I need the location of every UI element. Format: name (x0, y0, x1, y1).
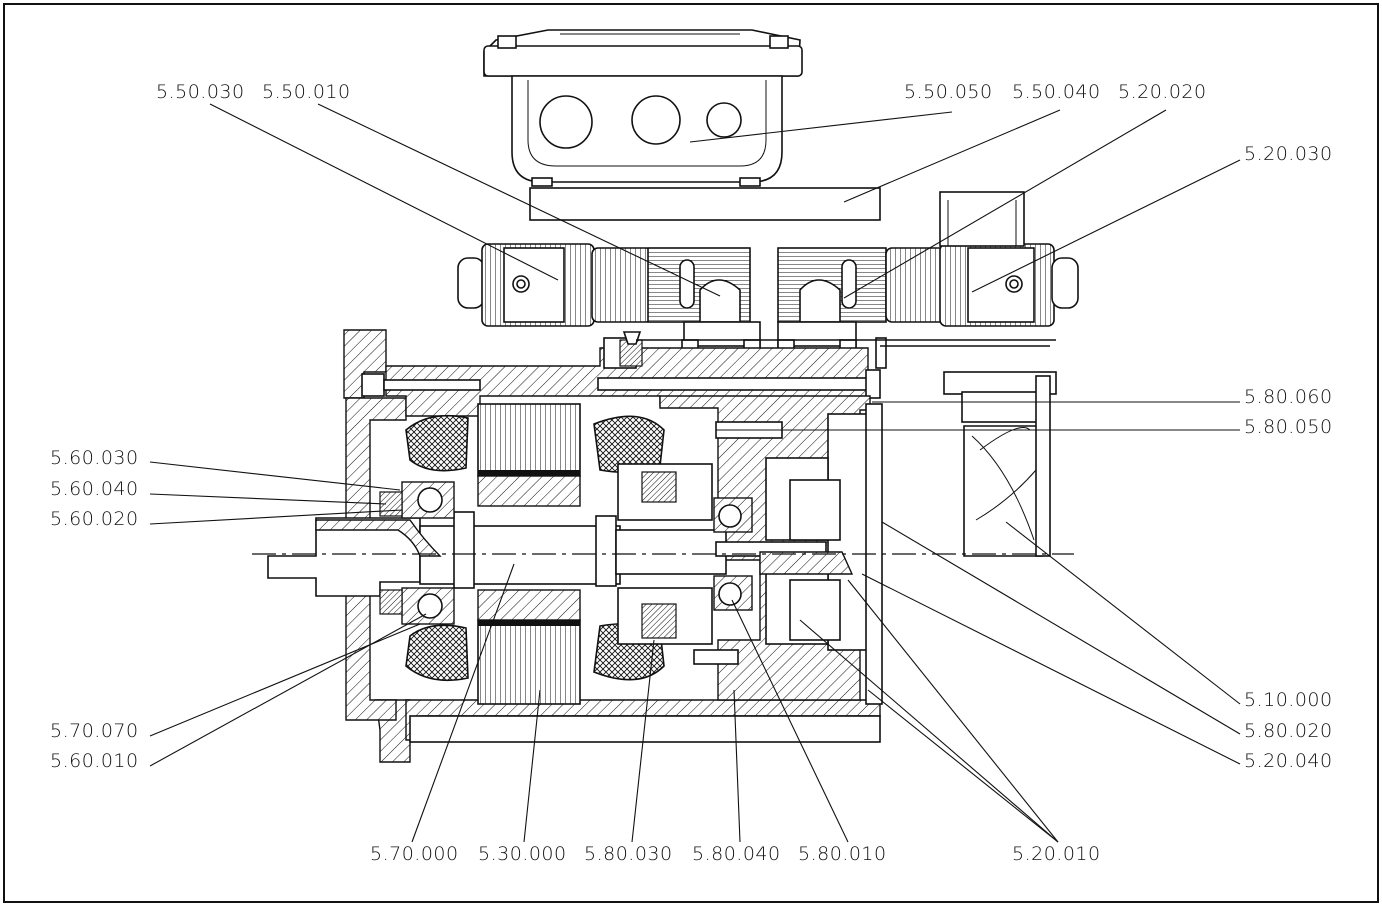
label-5-80-010: 5.80.010 (798, 843, 887, 865)
label-5-10-000: 5.10.000 (1244, 689, 1333, 711)
label-5-70-000: 5.70.000 (370, 843, 459, 865)
cable-entry-large (539, 95, 593, 149)
label-5-80-040: 5.80.040 (692, 843, 781, 865)
label-5-20-040: 5.20.040 (1244, 750, 1333, 772)
connector-right (777, 191, 1079, 353)
label-5-20-020: 5.20.020 (1118, 81, 1207, 103)
label-5-60-010: 5.60.010 (50, 750, 139, 772)
label-5-50-050: 5.50.050 (904, 81, 993, 103)
leader-lines (149, 103, 1241, 843)
cable-entry-small (706, 102, 742, 138)
label-5-70-070: 5.70.070 (50, 720, 139, 742)
label-5-30-000: 5.30.000 (478, 843, 567, 865)
label-5-80-020: 5.80.020 (1244, 720, 1333, 742)
label-5-20-030: 5.20.030 (1244, 143, 1333, 165)
terminal-box (483, 29, 881, 221)
label-5-60-020: 5.60.020 (50, 508, 139, 530)
winding-right-top (593, 415, 665, 474)
winding-left-bottom (405, 624, 469, 682)
bearing-rear (713, 497, 753, 611)
label-5-80-030: 5.80.030 (584, 843, 673, 865)
fan (943, 371, 1057, 557)
label-5-50-010: 5.50.010 (262, 81, 351, 103)
label-5-50-030: 5.50.030 (156, 81, 245, 103)
label-5-50-040: 5.50.040 (1012, 81, 1101, 103)
part-labels: 5.50.030 5.50.010 5.50.050 5.50.040 5.20… (50, 81, 1333, 865)
connector-left (457, 243, 761, 353)
stator (477, 403, 581, 705)
label-5-80-050: 5.80.050 (1244, 416, 1333, 438)
cable-entry-medium (631, 95, 681, 145)
label-5-60-040: 5.60.040 (50, 478, 139, 500)
label-5-60-030: 5.60.030 (50, 447, 139, 469)
brake-assembly (617, 421, 854, 665)
label-5-20-010: 5.20.010 (1012, 843, 1101, 865)
winding-left-top (405, 414, 469, 472)
label-5-80-060: 5.80.060 (1244, 386, 1333, 408)
terminal-box-gasket (529, 187, 881, 221)
